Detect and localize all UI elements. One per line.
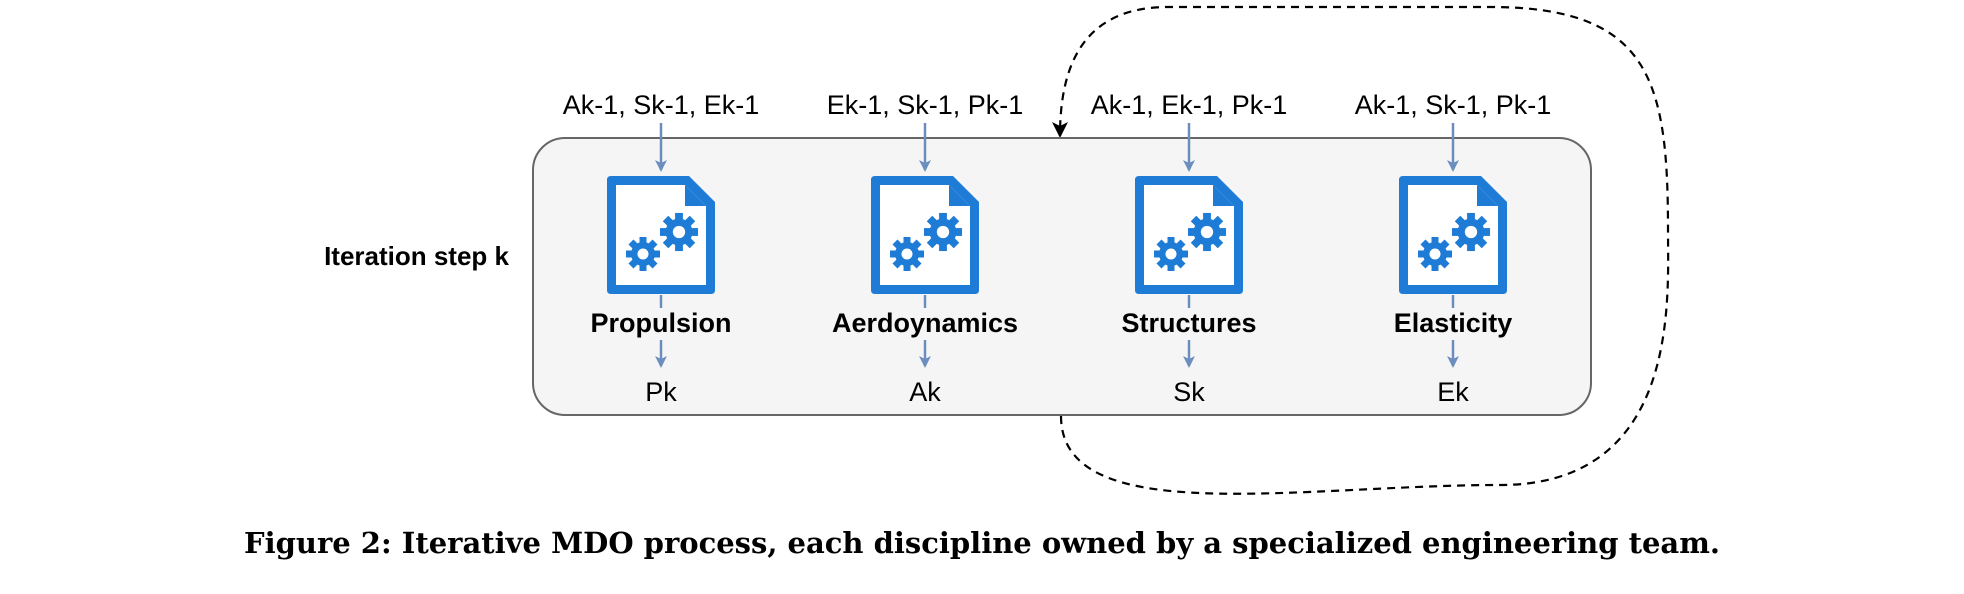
gear-document-icon <box>607 176 715 294</box>
iteration-box <box>532 137 1592 416</box>
discipline-name-aerdoynamics: Aerdoynamics <box>832 308 1018 338</box>
discipline-name-elasticity: Elasticity <box>1394 308 1513 338</box>
gear-document-icon <box>1399 176 1507 294</box>
output-label-propulsion: Pk <box>645 377 677 407</box>
input-label-elasticity: Ak-1, Sk-1, Pk-1 <box>1355 90 1552 120</box>
output-label-elasticity: Ek <box>1437 377 1469 407</box>
discipline-name-structures: Structures <box>1121 308 1256 338</box>
output-label-aerdoynamics: Ak <box>909 377 941 407</box>
iteration-label: Iteration step k <box>324 241 509 271</box>
input-label-aerdoynamics: Ek-1, Sk-1, Pk-1 <box>827 90 1024 120</box>
discipline-name-propulsion: Propulsion <box>591 308 732 338</box>
output-label-structures: Sk <box>1173 377 1205 407</box>
input-label-structures: Ak-1, Ek-1, Pk-1 <box>1091 90 1288 120</box>
figure-caption: Figure 2: Iterative MDO process, each di… <box>244 526 1720 560</box>
gear-document-icon <box>1135 176 1243 294</box>
feedback-loop-path <box>1052 5 1670 495</box>
gear-document-icon <box>871 176 979 294</box>
input-label-propulsion: Ak-1, Sk-1, Ek-1 <box>563 90 760 120</box>
